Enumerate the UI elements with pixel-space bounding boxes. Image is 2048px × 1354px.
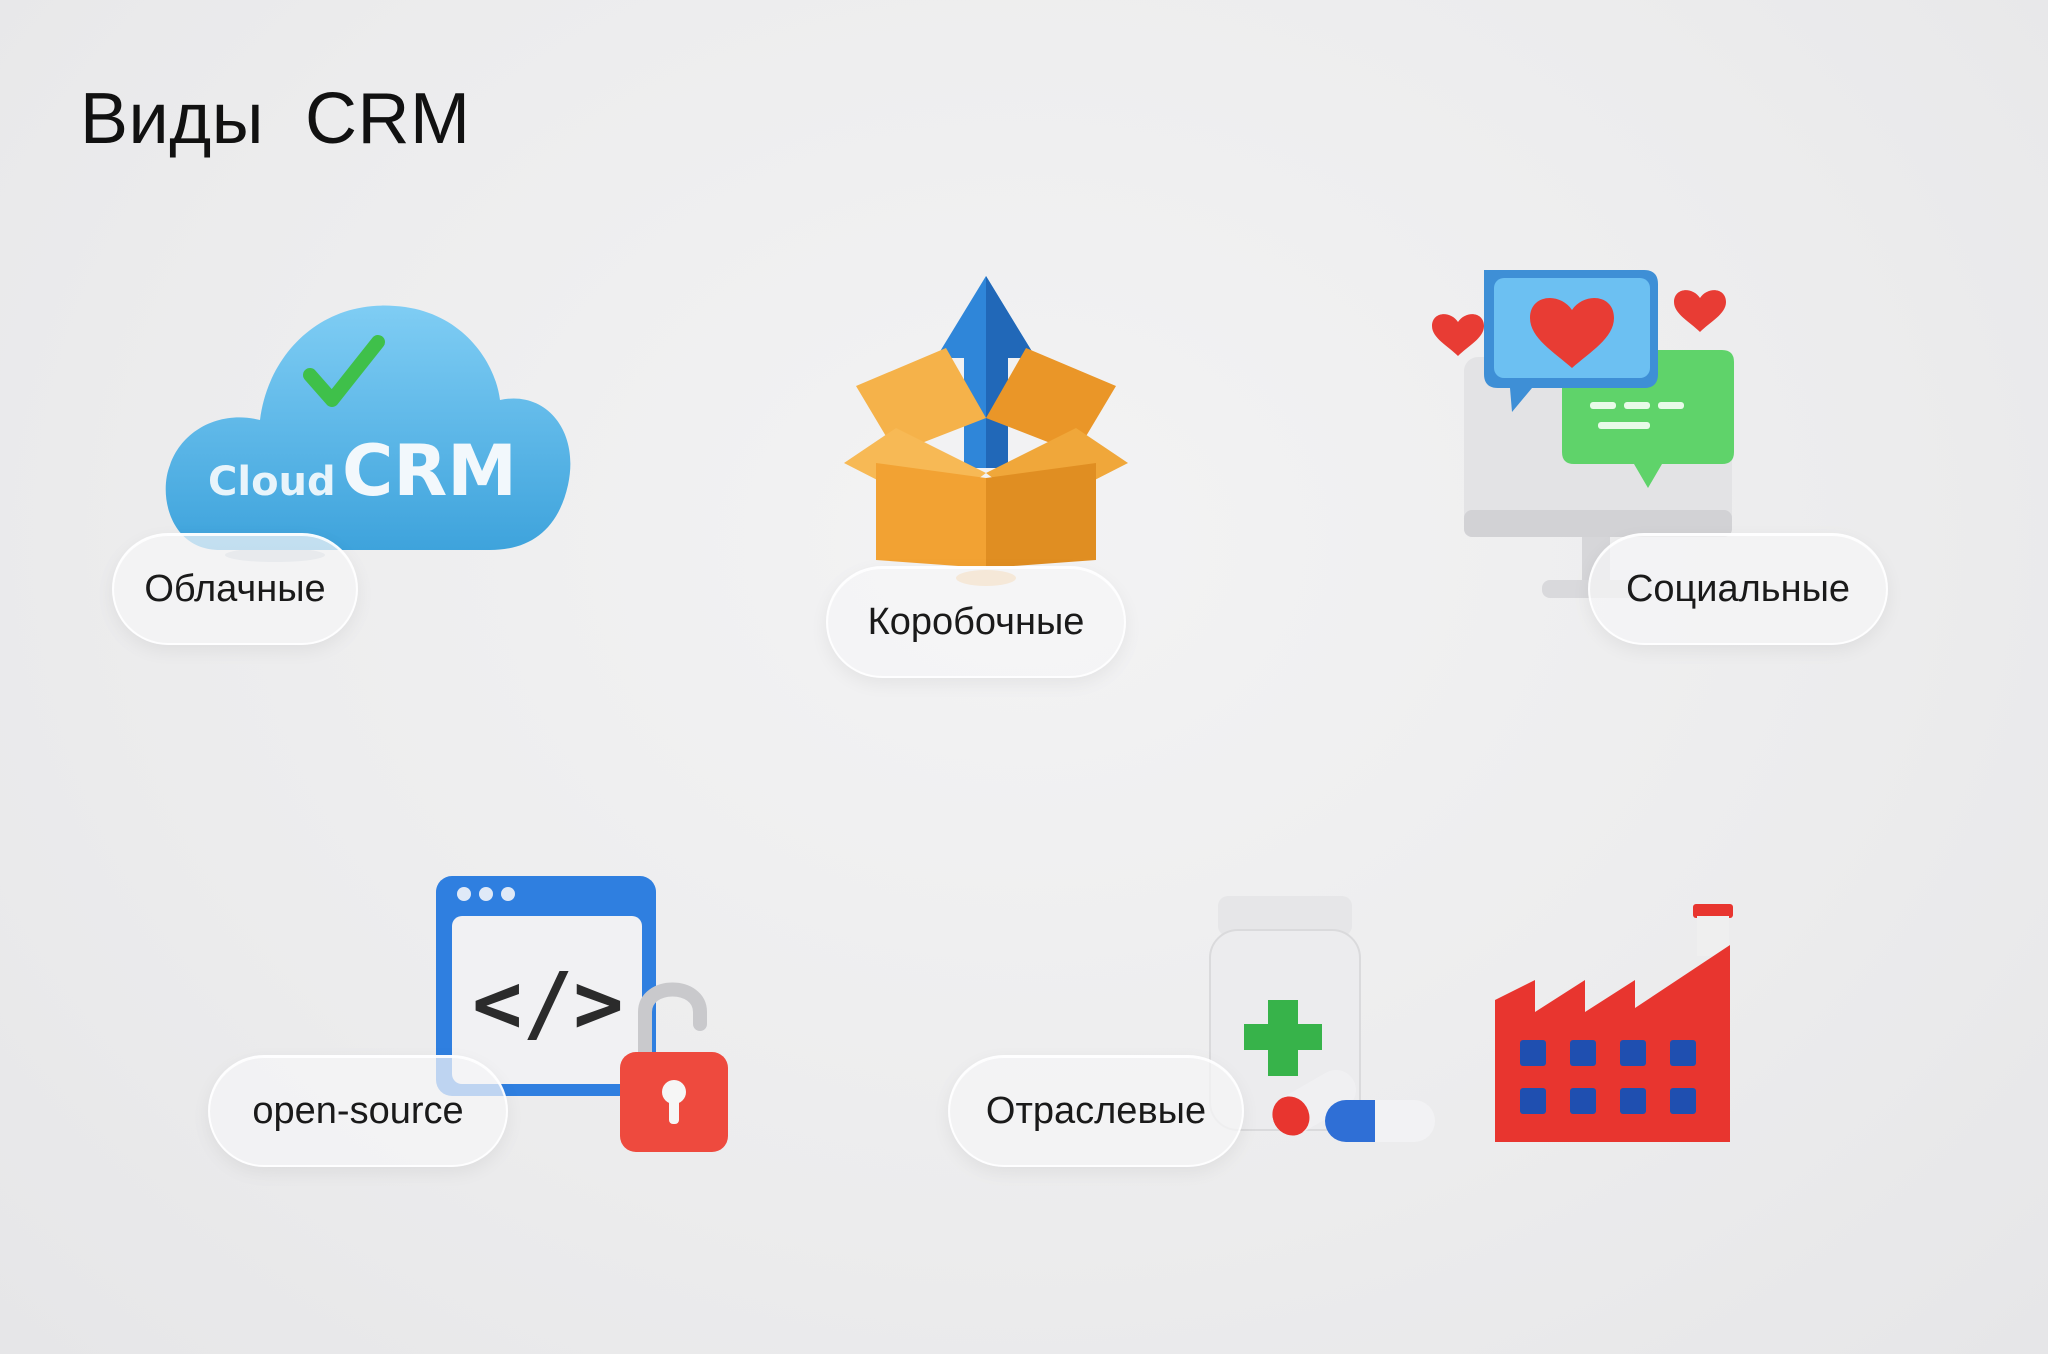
card-label-social[interactable]: Социальные [1588,533,1888,645]
cloud-text-small: Cloud [208,459,336,505]
medicine-factory-icon [1209,896,1733,1142]
card-label-industry-text: Отраслевые [985,1089,1207,1132]
open-box-arrow-icon [844,276,1128,586]
card-label-box[interactable]: Коробочные [826,566,1126,678]
page-title: Виды CRM [80,79,471,159]
card-label-social-text: Социальные [1625,567,1851,610]
card-label-cloud-text: Облачные [144,567,326,610]
card-label-opensource-text: open-source [252,1089,464,1132]
card-label-opensource[interactable]: open-source [208,1055,508,1167]
card-label-box-text: Коробочные [867,600,1085,643]
code-symbol: </> [472,954,624,1052]
code-window-unlock-icon: </> [436,876,728,1152]
cloud-text-big: CRM [342,430,517,512]
card-label-cloud[interactable]: Облачные [112,533,358,645]
cloud-crm-icon: Cloud CRM [165,305,571,562]
card-label-industry[interactable]: Отраслевые [948,1055,1244,1167]
